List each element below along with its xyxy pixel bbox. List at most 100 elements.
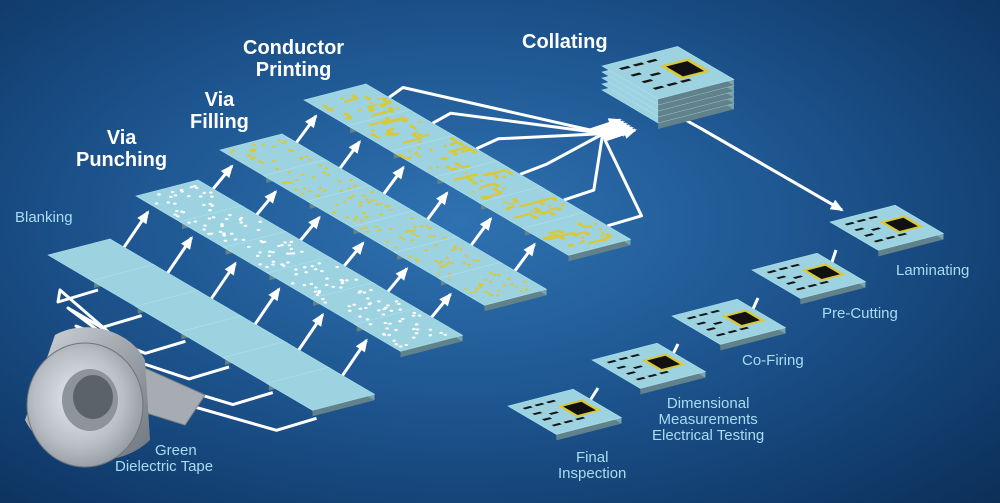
- via-dot: [476, 259, 481, 263]
- via-dot: [287, 171, 292, 174]
- via-dot: [404, 230, 409, 234]
- via-dot: [439, 266, 443, 269]
- conductor-pad: [417, 133, 423, 137]
- via-dot: [398, 345, 403, 348]
- via-dot: [265, 265, 269, 269]
- via-dot: [195, 186, 199, 190]
- via-dot: [453, 247, 458, 250]
- via-dot: [396, 107, 400, 110]
- conductor-trace: [399, 154, 412, 160]
- sheet-edge: [878, 233, 944, 257]
- via-dot: [243, 224, 248, 227]
- contact-pad: [873, 238, 884, 243]
- label-line: Electrical Testing: [652, 427, 765, 445]
- via-dot: [304, 271, 308, 274]
- conductor-pad: [454, 162, 460, 166]
- via-dot: [398, 236, 403, 239]
- contact-pad: [698, 312, 709, 317]
- ceramic-sheet-icon: [591, 342, 707, 395]
- via-dot: [442, 236, 447, 239]
- ceramic-sheet-icon: [437, 261, 548, 312]
- via-dot: [366, 297, 370, 300]
- via-dot: [323, 189, 327, 192]
- sheet-face: [751, 252, 867, 299]
- via-dot: [389, 227, 393, 231]
- via-punching-label: Via Punching: [76, 127, 168, 171]
- contact-pad: [641, 79, 654, 84]
- arrow-head: [137, 210, 150, 225]
- contact-pad: [618, 356, 629, 361]
- arrow-head: [312, 312, 324, 327]
- conductor-trace: [456, 163, 471, 169]
- via-dot: [382, 308, 387, 311]
- via-dot: [229, 232, 234, 235]
- via-dot: [397, 302, 401, 306]
- via-dot: [412, 311, 417, 315]
- via-dot: [480, 283, 484, 286]
- via-dot: [220, 224, 224, 228]
- via-dot: [252, 148, 256, 151]
- via-dot: [302, 266, 307, 269]
- via-dot: [335, 265, 339, 269]
- sheet-edge: [800, 281, 866, 305]
- sheet-face: [507, 388, 623, 435]
- arrow-head: [392, 165, 405, 180]
- via-dot: [496, 289, 501, 292]
- conductor-pad: [556, 207, 562, 211]
- conductor-pad: [577, 222, 582, 226]
- arrow-head: [268, 287, 281, 302]
- conductor-pad: [513, 199, 519, 203]
- conductor-pad: [472, 150, 478, 154]
- conductor-pad: [387, 106, 393, 110]
- via-dot: [382, 333, 387, 336]
- blanking-label: Blanking: [15, 209, 73, 226]
- collating-label: Collating: [522, 31, 608, 53]
- via-dot: [415, 328, 420, 331]
- conductor-trace: [372, 133, 380, 140]
- via-dot: [294, 188, 298, 191]
- conductor-pad: [508, 171, 514, 175]
- conductor-pad: [542, 236, 548, 240]
- via-dot: [339, 97, 344, 100]
- contact-pad: [659, 370, 670, 375]
- via-dot: [412, 328, 416, 331]
- via-dot: [258, 251, 262, 254]
- via-dot: [551, 213, 556, 216]
- label-line: Punching: [76, 148, 168, 171]
- via-dot: [352, 218, 357, 221]
- via-dot: [410, 217, 415, 220]
- conductor-trace: [322, 104, 332, 112]
- contact-pad: [710, 309, 721, 314]
- flow-line: [603, 128, 643, 228]
- via-dot: [519, 290, 524, 293]
- contact-pad: [863, 233, 875, 237]
- arrow-head: [181, 236, 193, 250]
- contact-pad: [646, 58, 658, 63]
- via-dot: [434, 259, 439, 263]
- label-line: Green: [155, 442, 197, 459]
- via-dot: [330, 108, 334, 111]
- via-dot: [433, 244, 438, 247]
- via-dot: [345, 279, 349, 282]
- via-dot: [394, 246, 398, 249]
- via-dot: [439, 260, 444, 263]
- via-dot: [495, 176, 499, 180]
- via-dot: [464, 254, 469, 257]
- conductor-pad: [449, 137, 455, 141]
- via-dot: [250, 150, 255, 153]
- via-dot: [203, 224, 207, 227]
- contact-pad: [551, 422, 562, 427]
- contact-pad: [792, 275, 803, 279]
- via-dot: [202, 228, 206, 231]
- label-line: Via: [204, 89, 235, 111]
- conductor-pad: [451, 150, 457, 154]
- via-dot: [408, 150, 412, 153]
- via-dot: [192, 185, 197, 188]
- via-dot: [365, 198, 370, 201]
- via-dot: [385, 327, 390, 330]
- via-dot: [209, 232, 214, 235]
- chip-icon: [807, 265, 840, 279]
- via-dot: [561, 203, 565, 206]
- conductor-pad: [351, 94, 357, 98]
